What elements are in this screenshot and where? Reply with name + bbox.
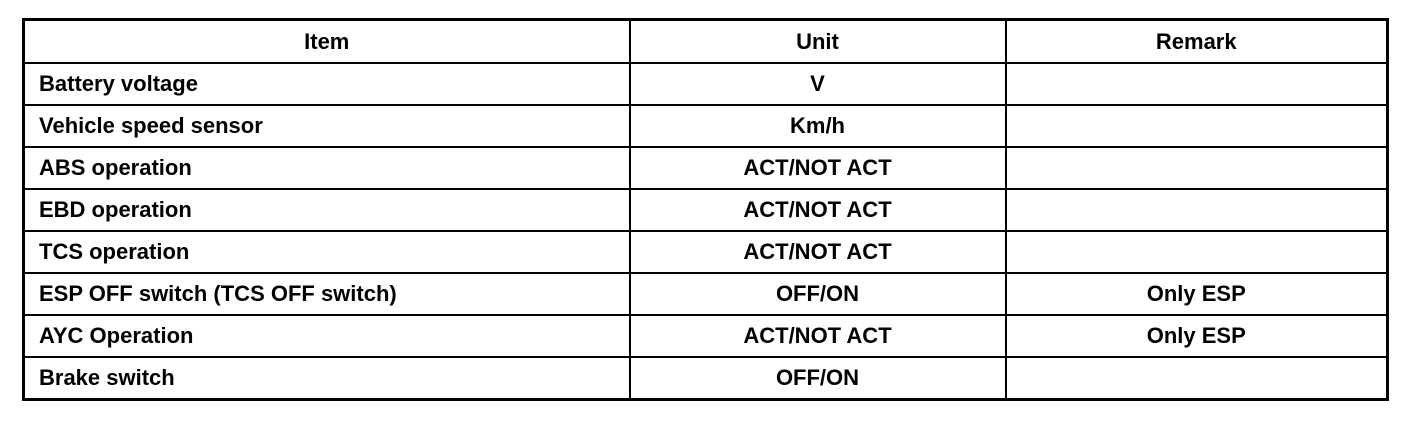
cell-remark: Only ESP <box>1004 314 1389 358</box>
table-row: TCS operation ACT/NOT ACT <box>22 230 1389 274</box>
cell-item: ABS operation <box>22 146 631 190</box>
header-remark: Remark <box>1004 18 1389 64</box>
table-row: ABS operation ACT/NOT ACT <box>22 146 1389 190</box>
header-unit: Unit <box>628 18 1007 64</box>
cell-item: Battery voltage <box>22 62 631 106</box>
cell-unit: ACT/NOT ACT <box>628 146 1007 190</box>
cell-unit: ACT/NOT ACT <box>628 188 1007 232</box>
cell-item: Vehicle speed sensor <box>22 104 631 148</box>
cell-unit: OFF/ON <box>628 272 1007 316</box>
cell-remark <box>1004 146 1389 190</box>
table-row: Brake switch OFF/ON <box>22 356 1389 401</box>
cell-unit: ACT/NOT ACT <box>628 314 1007 358</box>
cell-item: AYC Operation <box>22 314 631 358</box>
cell-remark <box>1004 356 1389 401</box>
table-row: EBD operation ACT/NOT ACT <box>22 188 1389 232</box>
cell-item: TCS operation <box>22 230 631 274</box>
spec-table: Item Unit Remark Battery voltage V Vehic… <box>22 18 1389 401</box>
table-row: ESP OFF switch (TCS OFF switch) OFF/ON O… <box>22 272 1389 316</box>
table-row: Vehicle speed sensor Km/h <box>22 104 1389 148</box>
cell-unit: OFF/ON <box>628 356 1007 401</box>
cell-item: Brake switch <box>22 356 631 401</box>
cell-remark: Only ESP <box>1004 272 1389 316</box>
cell-remark <box>1004 230 1389 274</box>
spec-table-container: Item Unit Remark Battery voltage V Vehic… <box>22 18 1389 401</box>
table-header-row: Item Unit Remark <box>22 18 1389 64</box>
cell-unit: Km/h <box>628 104 1007 148</box>
header-item: Item <box>22 18 631 64</box>
table-row: Battery voltage V <box>22 62 1389 106</box>
cell-unit: V <box>628 62 1007 106</box>
cell-item: EBD operation <box>22 188 631 232</box>
cell-remark <box>1004 188 1389 232</box>
table-row: AYC Operation ACT/NOT ACT Only ESP <box>22 314 1389 358</box>
cell-unit: ACT/NOT ACT <box>628 230 1007 274</box>
cell-remark <box>1004 62 1389 106</box>
cell-item: ESP OFF switch (TCS OFF switch) <box>22 272 631 316</box>
cell-remark <box>1004 104 1389 148</box>
